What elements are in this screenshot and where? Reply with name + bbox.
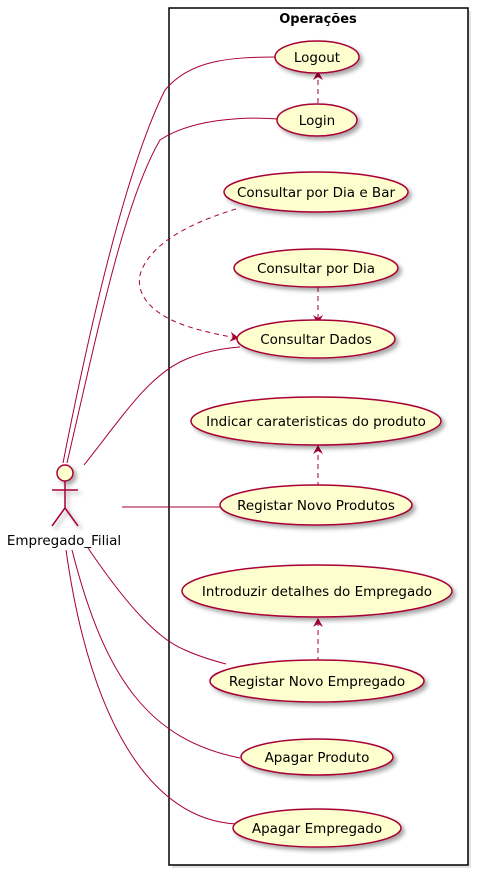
usecase-introduzir-detalhes-label: Introduzir detalhes do Empregado <box>202 584 432 600</box>
assoc-login <box>66 117 279 464</box>
usecase-apagar-produto: Apagar Produto <box>240 738 394 776</box>
assoc-logout <box>62 56 278 464</box>
usecase-login: Login <box>276 103 358 137</box>
usecase-consultar-dia-label: Consultar por Dia <box>257 261 375 277</box>
usecase-indicar-caracteristicas-label: Indicar carateristicas do produto <box>206 414 426 430</box>
usecase-registar-produtos: Registar Novo Produtos <box>219 484 413 526</box>
usecase-introduzir-detalhes: Introduzir detalhes do Empregado <box>181 564 453 618</box>
usecase-logout-label: Logout <box>294 50 340 66</box>
associations <box>62 56 279 825</box>
usecase-consultar-dados-label: Consultar Dados <box>260 332 372 348</box>
usecase-consultar-dia-bar: Consultar por Dia e Bar <box>223 171 409 213</box>
usecase-consultar-dia-bar-label: Consultar por Dia e Bar <box>237 185 396 201</box>
stick-figure-icon <box>51 464 79 527</box>
usecase-logout: Logout <box>274 40 360 74</box>
usecase-apagar-empregado: Apagar Empregado <box>232 808 402 848</box>
usecase-consultar-dados: Consultar Dados <box>236 319 396 359</box>
system-title: Operações <box>279 12 357 27</box>
dependencies <box>138 71 323 662</box>
usecase-indicar-caracteristicas: Indicar carateristicas do produto <box>190 396 442 446</box>
actor: Empregado_Filial <box>7 464 121 549</box>
usecase-consultar-dia: Consultar por Dia <box>233 248 399 288</box>
assoc-apagar-empregado <box>65 549 238 825</box>
actor-label: Empregado_Filial <box>7 533 121 549</box>
assoc-consultar-dados <box>83 346 241 466</box>
assoc-apagar-produto <box>71 549 241 759</box>
assoc-registar-empregado <box>87 547 227 665</box>
usecase-registar-produtos-label: Registar Novo Produtos <box>237 498 395 514</box>
dep-dia-bar-to-dados <box>138 208 239 342</box>
usecase-apagar-produto-label: Apagar Produto <box>265 750 370 766</box>
usecase-registar-empregado: Registar Novo Empregado <box>209 659 425 703</box>
usecase-login-label: Login <box>299 113 335 129</box>
usecase-apagar-empregado-label: Apagar Empregado <box>252 821 382 837</box>
usecase-registar-empregado-label: Registar Novo Empregado <box>229 674 405 690</box>
